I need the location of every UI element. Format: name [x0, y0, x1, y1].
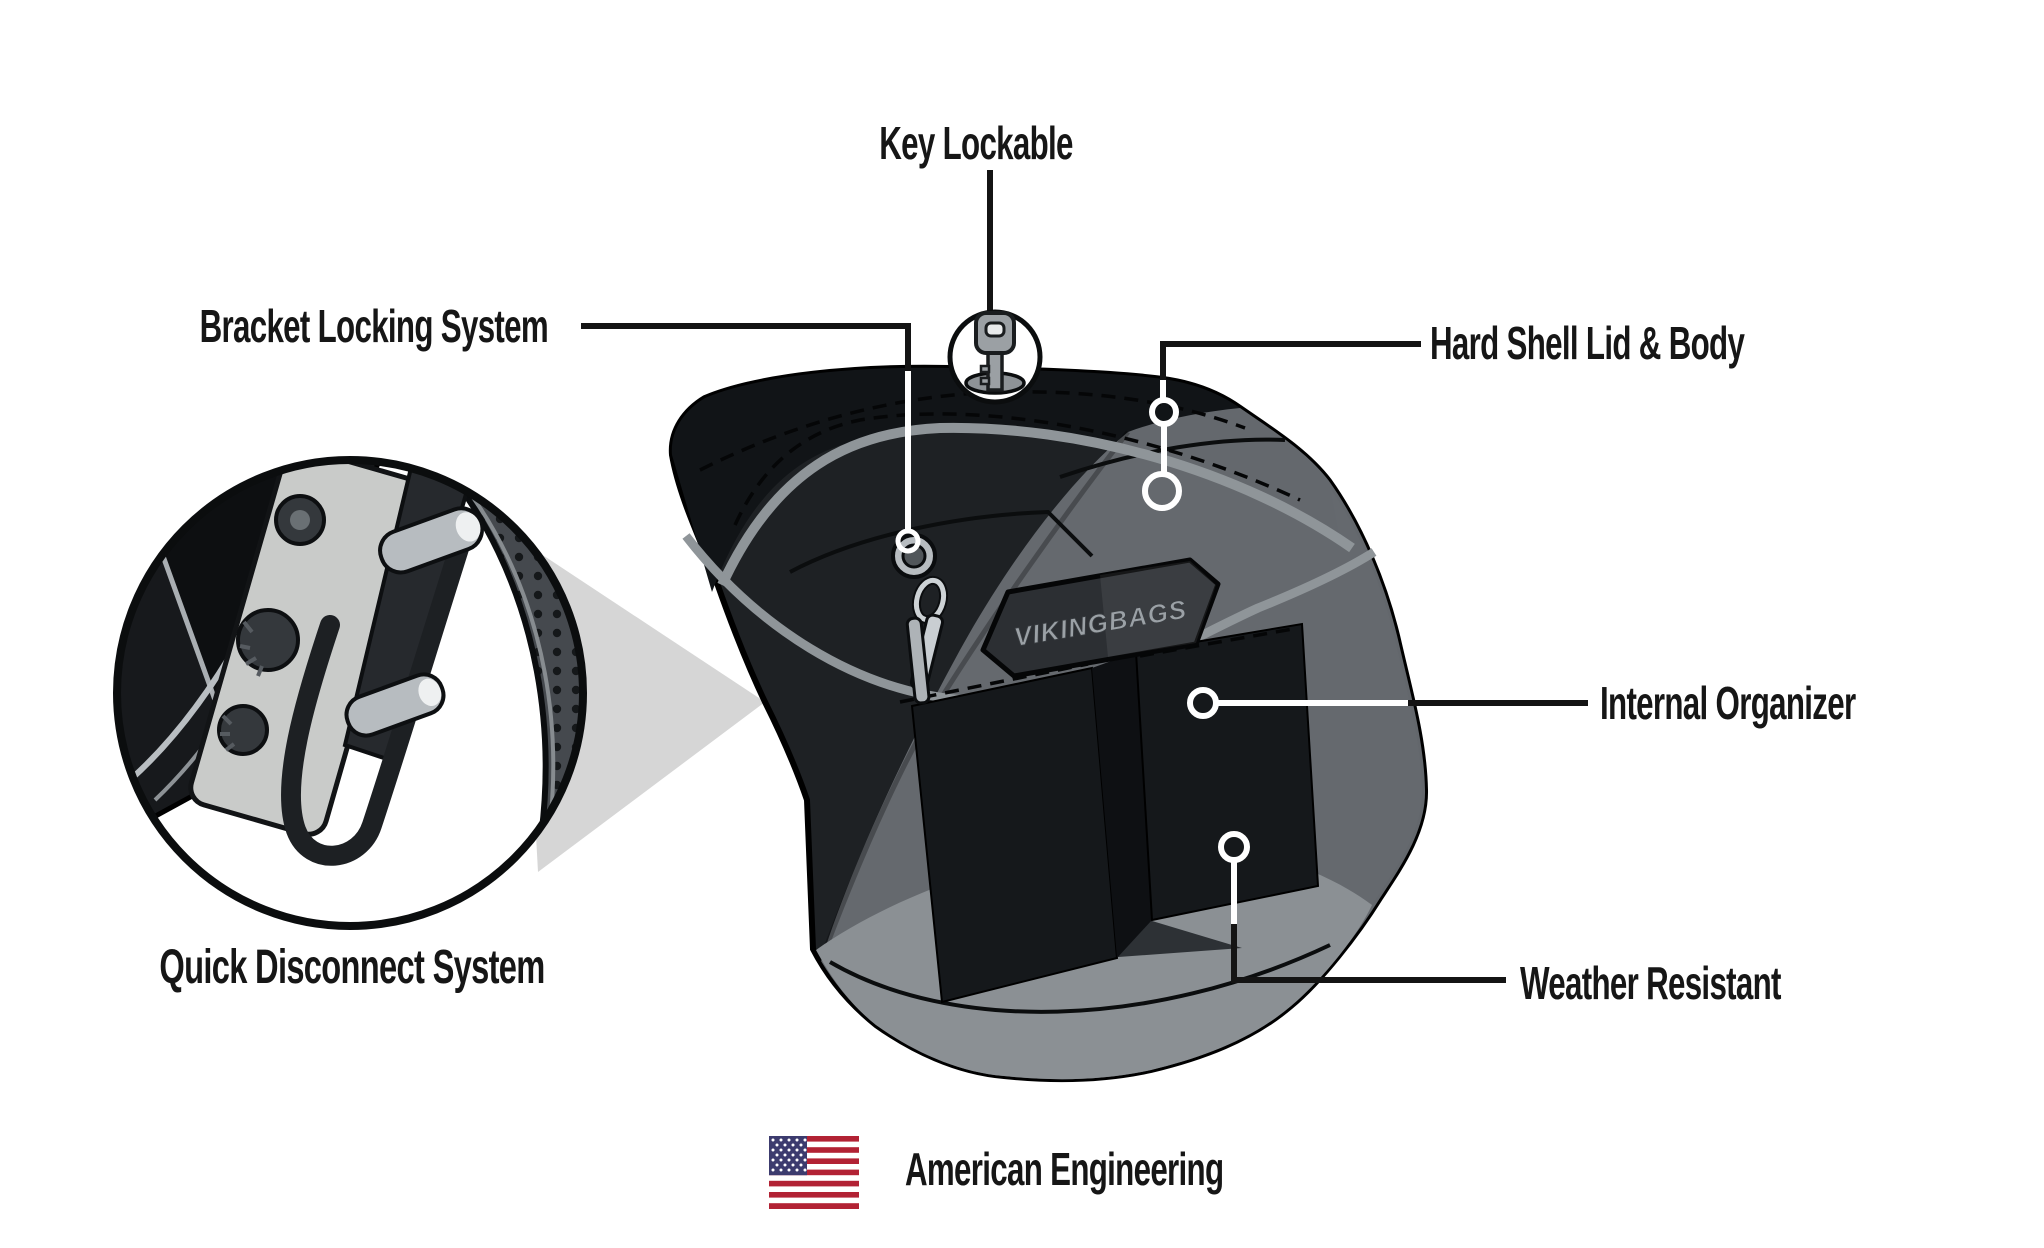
- label-hard-shell-lid-body: Hard Shell Lid & Body: [1430, 317, 1745, 369]
- label-american-engineering: American Engineering: [905, 1143, 1224, 1195]
- key-badge: [947, 170, 1043, 405]
- label-internal-organizer: Internal Organizer: [1600, 677, 1856, 729]
- flag-canton: [769, 1136, 807, 1176]
- key-icon: [964, 311, 1026, 395]
- bottom-seam: [828, 943, 1331, 1014]
- us-flag-icon: [769, 1136, 859, 1209]
- lock-plateau-seam: [789, 509, 1094, 574]
- metal-post-1: [378, 506, 484, 575]
- organizer-divider: [1092, 652, 1152, 958]
- brand-plate: VIKINGBAGS: [980, 557, 1221, 679]
- keyhole-icon: [891, 533, 949, 705]
- right-seam: [1059, 437, 1286, 479]
- zoom-wedge: [520, 540, 765, 872]
- knurled-knob-1: [236, 608, 300, 677]
- weather-resistant-connector: [1218, 831, 1506, 983]
- inset-border: [113, 456, 587, 930]
- u-bolt: [280, 510, 478, 866]
- pocket-stitch-left: [899, 662, 1089, 704]
- hard-shell-connector: [1142, 341, 1421, 511]
- organizer-pocket-right: [1134, 622, 1320, 922]
- label-key-lockable: Key Lockable: [879, 117, 1073, 169]
- metal-post-2: [344, 672, 446, 738]
- knurled-knob-2: [217, 704, 269, 756]
- label-weather-resistant: Weather Resistant: [1520, 957, 1781, 1009]
- saddlebag-illustration: VIKINGBAGS: [668, 364, 1429, 1083]
- organizer-pocket-left: [910, 666, 1119, 1004]
- piping-stitch: [733, 412, 1301, 526]
- bracket-connector: [581, 323, 921, 554]
- label-quick-disconnect-system: Quick Disconnect System: [159, 941, 545, 994]
- lid-piping: [717, 422, 1355, 588]
- label-bracket-locking-system: Bracket Locking System: [199, 300, 549, 352]
- internal-organizer-connector: [1187, 687, 1588, 719]
